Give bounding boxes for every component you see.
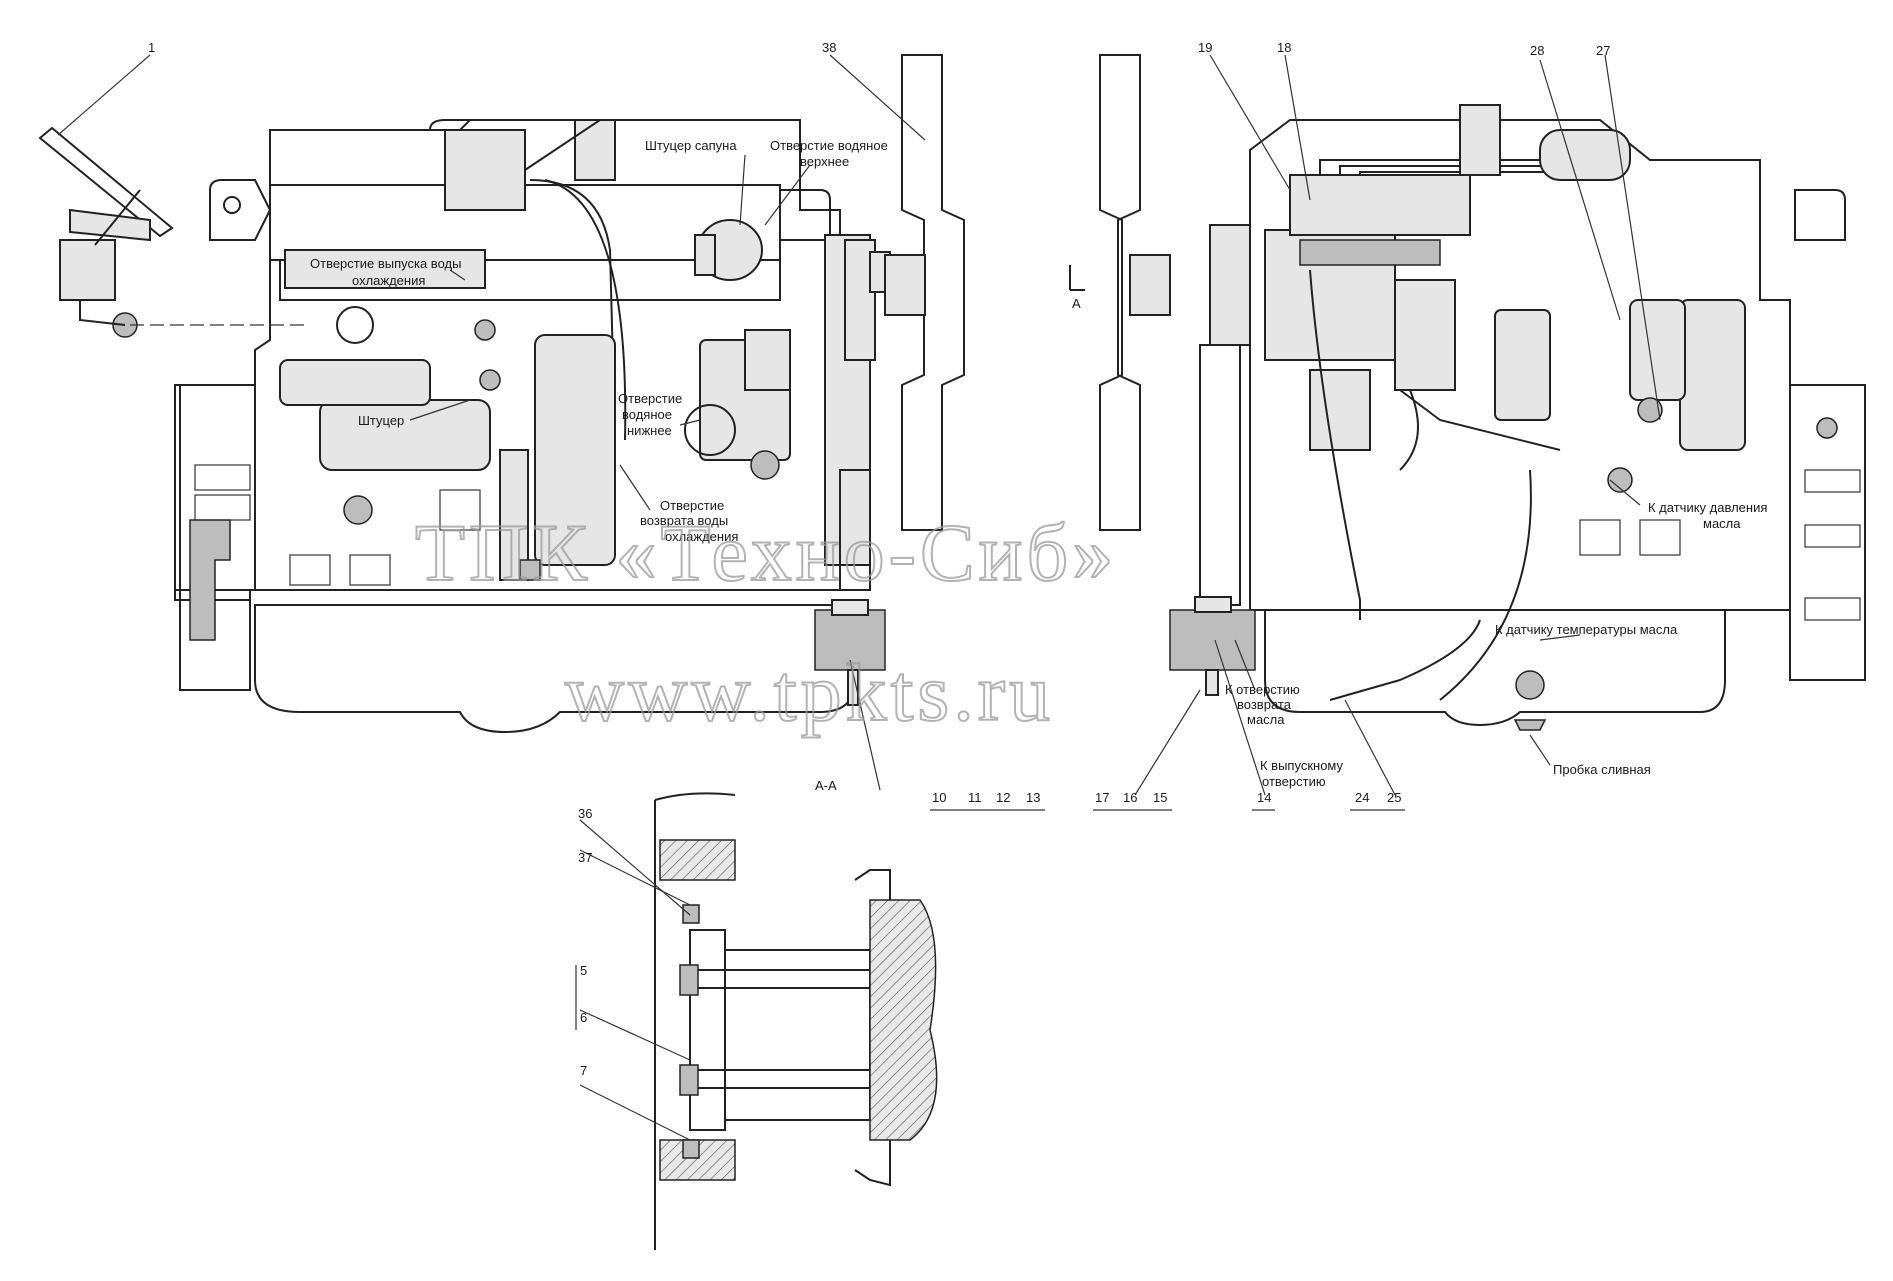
callout-36: 36 [578, 806, 592, 821]
label-lower-water-hole-2: водяное [622, 407, 672, 422]
left-engine-view [38, 119, 891, 734]
callout-18: 18 [1277, 40, 1291, 55]
callout-13: 13 [1026, 790, 1040, 805]
callout-38: 38 [822, 40, 836, 55]
label-exhaust-hole-2: отверстию [1262, 774, 1326, 789]
label-oil-temp-sensor: К датчику температуры масла [1495, 622, 1678, 637]
callout-numbers: 1 38 19 18 28 27 10 11 12 13 17 16 15 14… [148, 40, 1610, 1078]
label-lower-water-hole-1: Отверстие [618, 391, 682, 406]
label-coolant-return-1: Отверстие [660, 498, 724, 513]
label-oil-pressure-sensor-2: масла [1703, 516, 1741, 531]
section-mark-label: А [1072, 296, 1081, 311]
label-coolant-return-3: охлаждения [665, 529, 738, 544]
callout-24: 24 [1355, 790, 1369, 805]
callout-15: 15 [1153, 790, 1167, 805]
callout-25: 25 [1387, 790, 1401, 805]
callout-leaders [57, 54, 1661, 1141]
callout-12: 12 [996, 790, 1010, 805]
label-fitting: Штуцер [358, 413, 404, 428]
callout-19: 19 [1198, 40, 1212, 55]
annotations: Штуцер сапуна Отверстие водяное верхнее … [310, 138, 1767, 789]
watermark: ТПК «Техно-Сиб» www.tpkts.ru [414, 506, 1117, 739]
label-upper-water-hole-1: Отверстие водяное [770, 138, 888, 153]
watermark-line-2: www.tpkts.ru [565, 647, 1054, 738]
label-oil-return-3: масла [1247, 712, 1285, 727]
label-upper-water-hole-2: верхнее [800, 154, 849, 169]
section-marker: А [1069, 265, 1085, 311]
callout-10: 10 [932, 790, 946, 805]
label-drain-plug: Пробка сливная [1553, 762, 1651, 777]
callout-1: 1 [148, 40, 155, 55]
label-exhaust-hole-1: К выпускному [1260, 758, 1344, 773]
callout-28: 28 [1530, 43, 1544, 58]
callout-17: 17 [1095, 790, 1109, 805]
label-coolant-return-2: возврата воды [640, 513, 728, 528]
label-coolant-outlet-2: охлаждения [352, 273, 425, 288]
right-engine-view [1169, 104, 1866, 731]
section-aa-view: А-А [654, 778, 938, 1250]
callout-5: 5 [580, 963, 587, 978]
callout-37: 37 [578, 850, 592, 865]
fan-blade-right [1099, 54, 1171, 531]
section-title: А-А [815, 778, 837, 793]
callout-16: 16 [1123, 790, 1137, 805]
callout-6: 6 [580, 1010, 587, 1025]
callout-7: 7 [580, 1063, 587, 1078]
label-breather-fitting: Штуцер сапуна [645, 138, 737, 153]
label-oil-pressure-sensor-1: К датчику давления [1648, 500, 1767, 515]
watermark-line-1: ТПК «Техно-Сиб» [415, 507, 1117, 598]
callout-11: 11 [968, 790, 982, 805]
callout-27: 27 [1596, 43, 1610, 58]
callout-14: 14 [1257, 790, 1271, 805]
label-oil-return-1: К отверстию [1225, 682, 1300, 697]
label-oil-return-2: возврата [1237, 697, 1292, 712]
label-coolant-outlet-1: Отверстие выпуска воды [310, 256, 461, 271]
fan-blade-left [884, 54, 965, 531]
pedal-assembly [38, 126, 174, 338]
label-lower-water-hole-3: нижнее [627, 423, 672, 438]
